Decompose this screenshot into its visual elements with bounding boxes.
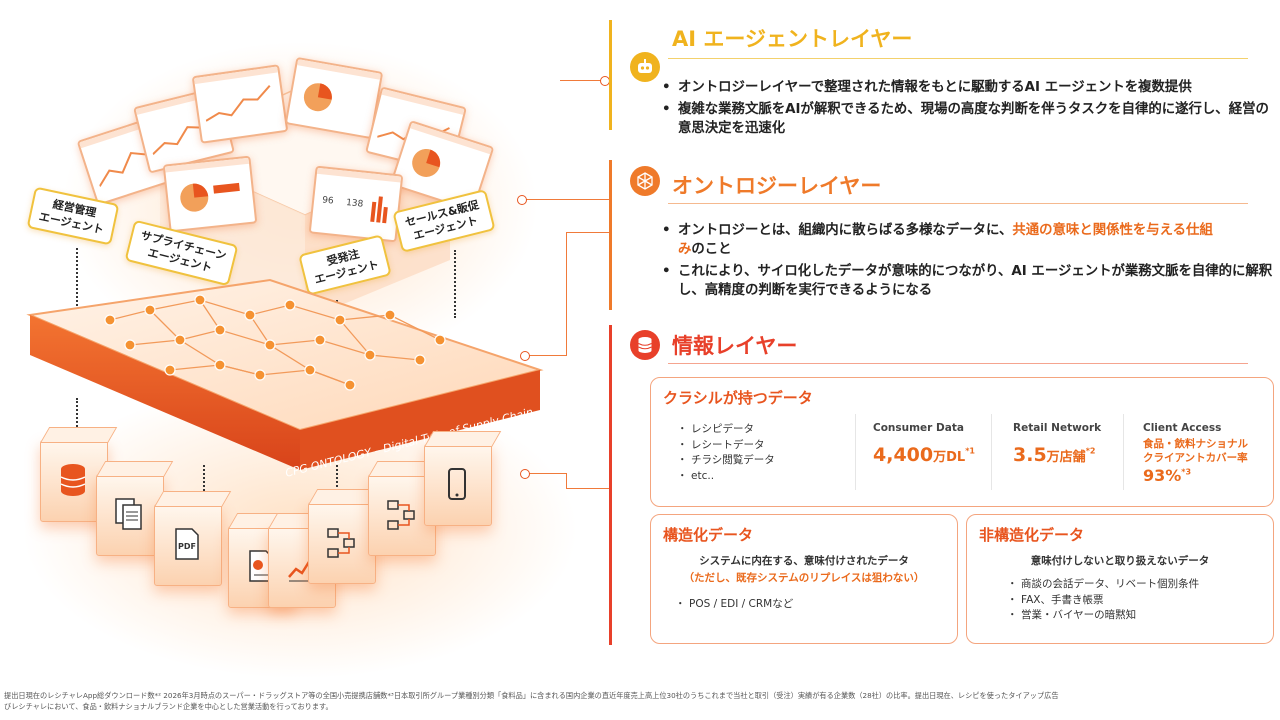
list-item: これにより、サイロ化したデータが意味的につながり、AI エージェントが業務文脈を…: [660, 262, 1274, 300]
ai-layer-title: AI エージェントレイヤー: [672, 27, 913, 51]
retail-network-value: 3.5万店舗*2: [1013, 444, 1096, 466]
connector-line: [560, 80, 612, 81]
data-cube: [308, 502, 376, 584]
client-access-label: Client Access: [1143, 422, 1222, 434]
footnote-line-1: 提出日現在のレシチャレApp総ダウンロード数*² 2026年3月時点のスーパー・…: [4, 691, 1059, 700]
data-cube: [96, 474, 164, 556]
list-item: レシートデータ: [677, 438, 775, 454]
kurashiru-data-list: レシピデータ レシートデータ チラシ閲覧データ etc..: [677, 422, 775, 484]
ai-layer-bar: [609, 20, 612, 130]
title-underline: [668, 363, 1248, 364]
documents-icon: [115, 498, 142, 530]
title-underline: [668, 203, 1248, 204]
connector-line: [566, 232, 612, 233]
consumer-data-label: Consumer Data: [873, 422, 964, 434]
connector-line: [566, 473, 567, 489]
connector-line: [566, 232, 567, 356]
info-layer-bar: [609, 325, 612, 645]
supply-chain-illustration: 96 138 経営管理エージェント サプライチェーンエージェント 受発注エージェ…: [0, 0, 600, 690]
connector-line: [454, 250, 456, 318]
database-icon: [60, 464, 86, 496]
dashboard-screen: 96 138: [308, 165, 404, 243]
connector-dot: [517, 195, 527, 205]
list-item: オントロジーとは、組織内に散らばる多様なデータに、共通の意味と関係性を与える仕組…: [660, 221, 1280, 259]
structured-data-note: （ただし、既存システムのリプレイスは狙わない）: [683, 572, 925, 584]
list-item: 複雑な業務文脈をAIが解釈できるため、現場の高度な判断を伴うタスクを自律的に遂行…: [660, 100, 1270, 138]
data-cube: [368, 474, 436, 556]
ontology-layer-bullets: オントロジーとは、組織内に散らばる多様なデータに、共通の意味と関係性を与える仕組…: [660, 221, 1280, 303]
connector-line: [76, 398, 78, 438]
ontology-layer-title: オントロジーレイヤー: [672, 174, 882, 198]
connector-line: [526, 355, 566, 356]
divider: [1123, 414, 1124, 490]
list-item: FAX、手書き帳票: [1007, 593, 1199, 609]
footnote-line-2: びレシチャレにおいて、食品・飲料ナショナルブランド企業を中心とした営業活動を行っ…: [4, 702, 333, 711]
info-layer-title: 情報レイヤー: [672, 334, 798, 358]
unstructured-data-box: 非構造化データ 意味付けしないと取り扱えないデータ 商談の会話データ、リベート個…: [966, 514, 1274, 644]
pdf-icon: PDF: [175, 528, 199, 560]
unstructured-data-title: 非構造化データ: [979, 526, 1085, 544]
connector-line: [336, 465, 338, 495]
list-item: etc..: [677, 469, 775, 485]
divider: [855, 414, 856, 490]
list-item: 営業・バイヤーの暗黙知: [1007, 608, 1199, 624]
flow-icon: [387, 500, 415, 530]
ai-layer-bullets: オントロジーレイヤーで整理された情報をもとに駆動するAI エージェントを複数提供…: [660, 78, 1270, 141]
connector-line: [203, 465, 205, 495]
kurashiru-data-box: クラシルが持つデータ レシピデータ レシートデータ チラシ閲覧データ etc..…: [650, 377, 1274, 507]
smartphone-icon: [448, 468, 466, 500]
list-item: オントロジーレイヤーで整理された情報をもとに駆動するAI エージェントを複数提供: [660, 78, 1270, 97]
data-cube: PDF: [154, 504, 222, 586]
screen-value-b: 138: [346, 198, 364, 210]
network-icon: [630, 166, 660, 196]
connector-line: [76, 248, 78, 318]
list-item: 商談の会話データ、リベート個別条件: [1007, 577, 1199, 593]
dashboard-screen: [191, 64, 289, 144]
unstructured-data-list: 商談の会話データ、リベート個別条件 FAX、手書き帳票 営業・バイヤーの暗黙知: [1007, 577, 1199, 624]
structured-data-desc: システムに内在する、意味付けされたデータ: [699, 555, 909, 567]
dashboard-screen: [284, 56, 384, 140]
svg-text:PDF: PDF: [178, 542, 196, 551]
robot-icon: [630, 52, 660, 82]
database-icon: [630, 330, 660, 360]
ontology-layer-bar: [609, 160, 612, 310]
connector-dot: [520, 351, 530, 361]
client-access-sub1: 食品・飲料ナショナル: [1143, 438, 1248, 450]
screen-value-a: 96: [322, 195, 335, 206]
client-access-value: 93%*3: [1143, 466, 1192, 485]
divider: [991, 414, 992, 490]
structured-data-list: POS / EDI / CRMなど: [675, 597, 793, 613]
kurashiru-data-title: クラシルが持つデータ: [663, 389, 813, 407]
list-item: チラシ閲覧データ: [677, 453, 775, 469]
data-cube: [424, 444, 492, 526]
structured-data-title: 構造化データ: [663, 526, 754, 544]
client-access-sub2: クライアントカバー率: [1143, 452, 1248, 464]
retail-network-label: Retail Network: [1013, 422, 1102, 434]
list-item: レシピデータ: [677, 422, 775, 438]
connector-line: [526, 473, 566, 474]
flow-icon: [327, 528, 355, 558]
unstructured-data-desc: 意味付けしないと取り扱えないデータ: [1030, 555, 1210, 567]
dashboard-screen: [162, 155, 258, 233]
title-underline: [668, 58, 1248, 59]
dashboard-screen: [389, 120, 495, 212]
connector-line: [522, 199, 612, 200]
connector-line: [566, 488, 612, 489]
structured-data-box: 構造化データ システムに内在する、意味付けされたデータ （ただし、既存システムの…: [650, 514, 958, 644]
consumer-data-value: 4,400万DL*1: [873, 444, 975, 466]
list-item: POS / EDI / CRMなど: [675, 597, 793, 613]
connector-dot: [520, 469, 530, 479]
